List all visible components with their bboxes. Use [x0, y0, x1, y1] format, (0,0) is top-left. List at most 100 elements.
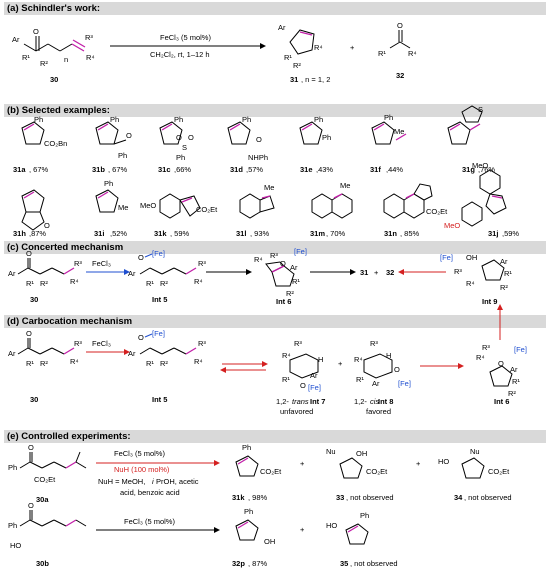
svg-text:R¹: R¹ [282, 375, 290, 384]
svg-text:R³: R³ [74, 339, 82, 348]
svg-text:CO₂Et: CO₂Et [426, 207, 448, 216]
section-b-header: (b) Selected examples: [4, 104, 546, 117]
svg-text:Int 6: Int 6 [494, 397, 509, 406]
svg-text:Me: Me [118, 203, 128, 212]
svg-text:30a: 30a [36, 495, 49, 504]
svg-text:R²: R² [40, 359, 48, 368]
svg-text:Ph: Ph [242, 115, 251, 124]
svg-text:31k: 31k [154, 229, 167, 238]
svg-text:O: O [498, 359, 504, 368]
svg-text:OH: OH [356, 449, 367, 458]
svg-text:, n = 1, 2: , n = 1, 2 [301, 75, 330, 84]
svg-text:31b: 31b [92, 165, 105, 174]
svg-text:30b: 30b [36, 559, 49, 568]
controlled-product-34: HO Nu CO₂Et 34 , not observed [438, 447, 512, 502]
svg-text:Ph: Ph [242, 443, 251, 452]
svg-text:[Fe]: [Fe] [152, 249, 165, 258]
svg-text:+: + [338, 359, 343, 368]
svg-text:33: 33 [336, 493, 344, 502]
svg-text:30: 30 [30, 295, 38, 304]
svg-text:R⁴: R⁴ [86, 53, 95, 62]
svg-text:31c: 31c [158, 165, 171, 174]
svg-text:R³: R³ [270, 251, 278, 260]
svg-text:[Fe]: [Fe] [440, 253, 453, 262]
svg-text:R¹: R¹ [26, 279, 34, 288]
svg-text:Ar: Ar [500, 257, 508, 266]
example-31d: Ph O NHPh 31d ,57% [227, 115, 268, 174]
svg-text:S: S [182, 143, 187, 152]
svg-text:unfavored: unfavored [280, 407, 313, 416]
svg-text:Ar: Ar [12, 35, 20, 44]
svg-text:FeCl₃ (5 mol%): FeCl₃ (5 mol%) [114, 449, 165, 458]
svg-text:R²: R² [508, 389, 516, 398]
svg-text:Int 5: Int 5 [152, 295, 167, 304]
svg-text:31j: 31j [488, 229, 498, 238]
svg-text:O: O [26, 249, 32, 258]
svg-text:Nu: Nu [470, 447, 480, 456]
svg-text:Ar: Ar [510, 365, 518, 374]
controlled-sm-30b: Ph O HO 30b [8, 501, 87, 568]
svg-text:R¹: R¹ [146, 279, 154, 288]
svg-text:, 85%: , 85% [400, 229, 420, 238]
svg-text:O: O [33, 27, 39, 36]
svg-text:R³: R³ [454, 267, 462, 276]
svg-text:31i: 31i [94, 229, 104, 238]
svg-text:O: O [28, 443, 34, 452]
svg-text:[Fe]: [Fe] [294, 247, 307, 256]
svg-text:32: 32 [396, 71, 404, 80]
svg-text:Ar: Ar [128, 269, 136, 278]
svg-text:, 98%: , 98% [248, 493, 268, 502]
svg-text:n: n [64, 55, 68, 64]
example-31m: Me 31m , 70% [310, 181, 353, 238]
example-31b: Ph O Ph 31b , 67% [92, 115, 132, 174]
svg-text:MeO: MeO [472, 161, 488, 170]
svg-text:31l: 31l [236, 229, 246, 238]
svg-text:, not observed: , not observed [346, 493, 394, 502]
example-31g: S 31g ,76% [447, 105, 495, 174]
svg-text:Ph: Ph [118, 151, 127, 160]
svg-text:[Fe]: [Fe] [514, 345, 527, 354]
svg-text:R²: R² [40, 59, 48, 68]
svg-text:32p: 32p [232, 559, 245, 568]
schindler-product-31: Ar R¹ R² R⁴ 31 , n = 1, 2 [278, 23, 330, 84]
svg-text:Ph: Ph [176, 153, 185, 162]
svg-text:R⁴: R⁴ [70, 277, 79, 286]
svg-text:H: H [318, 355, 323, 364]
svg-text:R¹: R¹ [378, 49, 386, 58]
svg-text:H: H [386, 351, 391, 360]
svg-text:Ph: Ph [8, 521, 17, 530]
carbocation-int8: R³ R⁴ H Ar R¹ O [Fe] 1,2- cis Int 8 favo… [354, 339, 411, 416]
svg-text:, 87%: , 87% [248, 559, 268, 568]
svg-text:trans: trans [292, 397, 309, 406]
section-c-header: (c) Concerted mechanism [4, 241, 546, 254]
svg-text:R⁴: R⁴ [354, 355, 363, 364]
svg-text:+: + [300, 459, 305, 468]
svg-text:31d: 31d [230, 165, 243, 174]
svg-text:Ph: Ph [110, 115, 119, 124]
svg-text:,52%: ,52% [110, 229, 127, 238]
section-e-header: (e) Controlled experiments: [4, 430, 546, 443]
concerted-start-30: Ar O R¹ R² R³ R⁴ 30 [8, 249, 82, 304]
svg-text:34: 34 [454, 493, 463, 502]
svg-text:HO: HO [326, 521, 337, 530]
svg-text:FeCl₃: FeCl₃ [92, 259, 111, 268]
svg-text:O: O [280, 259, 286, 268]
svg-text:O: O [256, 135, 262, 144]
svg-text:Me: Me [264, 183, 274, 192]
svg-text:NHPh: NHPh [248, 153, 268, 162]
svg-text:,76%: ,76% [478, 165, 495, 174]
carbocation-int7: R³ R⁴ H Ar R¹ O [Fe] 1,2- trans Int 7 un… [276, 339, 325, 416]
svg-text:31n: 31n [384, 229, 397, 238]
svg-text:+: + [374, 268, 379, 277]
svg-text:31: 31 [290, 75, 298, 84]
svg-text:R¹: R¹ [26, 359, 34, 368]
concerted-int6: [Fe] O Ar R⁴ R³ R¹ R² Int 6 [254, 247, 307, 306]
svg-text:R³: R³ [294, 339, 302, 348]
svg-text:CO₂Et: CO₂Et [260, 467, 282, 476]
svg-text:Ph: Ph [8, 463, 17, 472]
svg-text:O: O [44, 221, 50, 230]
svg-text:Ar: Ar [8, 349, 16, 358]
concerted-int9: [Fe] OH Ar R¹ R² R³ R⁴ Int 9 [440, 253, 512, 306]
svg-text:,87%: ,87% [29, 229, 46, 238]
svg-text:R³: R³ [198, 259, 206, 268]
